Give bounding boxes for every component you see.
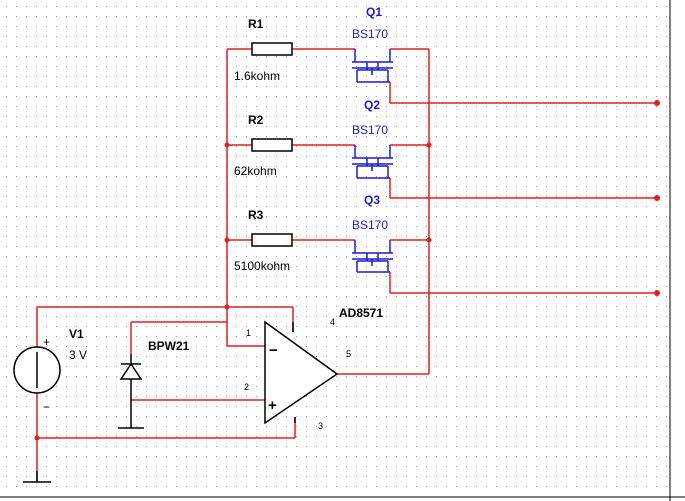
mosfets [352,49,393,273]
opamp-pin1-label: 1 [246,328,251,338]
mosfet-q2-symbol[interactable] [352,145,393,179]
opamp-plus-sign: + [268,397,277,414]
resistor-r1-symbol[interactable] [251,42,293,56]
grid-dots [6,6,667,487]
junction-dot [426,237,432,243]
junction-dot [224,142,230,148]
resistor-r3-symbol[interactable] [251,233,293,247]
junction-dot [34,435,40,441]
opamp-pin2-label: 2 [244,382,249,392]
opamp-pin4-label: 4 [330,317,335,327]
source-v1-ref: V1 [69,327,84,341]
mosfet-q1-ref: Q1 [366,5,382,19]
resistor-r2-value: 62kohm [234,164,277,178]
resistors [251,42,293,247]
opamp-ad8571-symbol[interactable] [264,320,339,425]
source-plus-sign: + [43,335,50,349]
resistor-r2-symbol[interactable] [251,138,293,152]
resistor-r2-ref: R2 [248,113,264,127]
opamp-pin5-label: 5 [346,349,351,359]
resistor-r1-value: 1.6kohm [234,69,280,83]
labels: R1 1.6kohm R2 62kohm R3 5100kohm Q1 BS17… [43,5,388,431]
voltage-source-v1-symbol[interactable] [13,346,61,394]
resistor-r1-ref: R1 [248,17,264,31]
ground-icon [23,471,51,483]
photodiode-bpw21-symbol[interactable] [118,354,144,429]
source-v1-value: 3 V [69,348,87,362]
junction-dot [426,142,432,148]
output-terminal-dot[interactable] [654,290,660,296]
mosfet-q3-symbol[interactable] [352,240,393,273]
opamp-minus-sign: − [269,342,278,359]
mosfet-q1-model: BS170 [352,27,388,41]
opamp-ref: AD8571 [339,306,383,320]
opamp-pin3-label: 3 [318,421,323,431]
mosfet-q1-symbol[interactable] [352,49,393,83]
output-terminal-dot[interactable] [654,195,660,201]
junction-dot [224,237,230,243]
mosfet-q2-model: BS170 [352,123,388,137]
resistor-r3-value: 5100kohm [234,259,290,273]
junctions [34,100,660,441]
mosfet-q3-ref: Q3 [364,193,380,207]
mosfet-q3-model: BS170 [352,218,388,232]
mosfet-q2-ref: Q2 [364,98,380,112]
source-minus-sign: − [43,400,50,414]
junction-dot [224,304,230,310]
wires [36,48,657,480]
output-terminal-dot[interactable] [654,100,660,106]
resistor-r3-ref: R3 [248,208,264,222]
photodiode-ref: BPW21 [148,339,190,353]
